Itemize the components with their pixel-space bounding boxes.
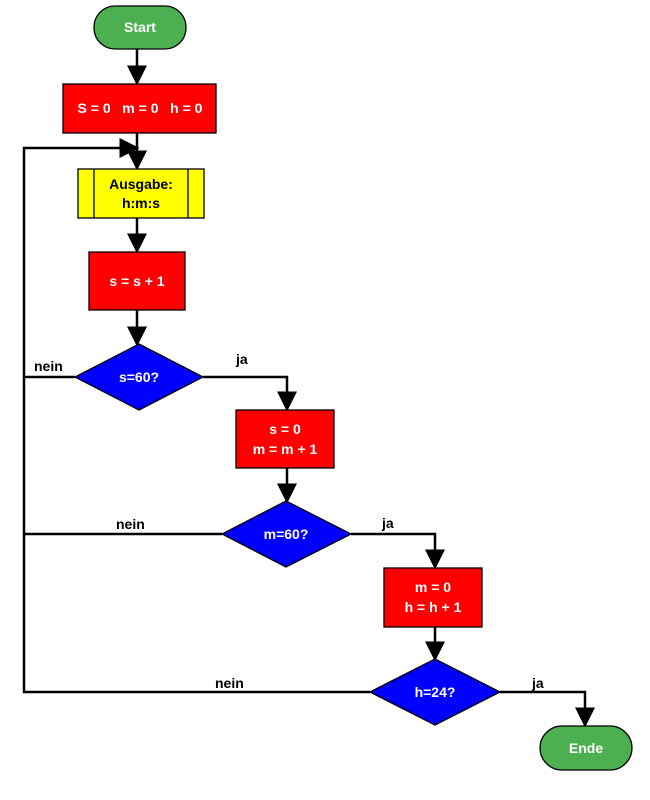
check-h-label: h=24?	[415, 684, 456, 700]
reset-s-label-2: m = m + 1	[253, 441, 318, 457]
check-m-node: m=60?	[220, 500, 353, 568]
check-s-shape	[73, 343, 205, 411]
inc-s-label: s = s + 1	[109, 273, 164, 289]
output-shape	[77, 168, 205, 219]
start-shape	[93, 5, 187, 50]
init-node: S = 0 m = 0 h = 0	[62, 83, 217, 134]
start-label: Start	[124, 19, 156, 35]
reset-m-shape	[383, 567, 483, 628]
reset-m-node: m = 0 h = h + 1	[383, 567, 483, 628]
check-h-node: h=24?	[368, 658, 502, 726]
edge-check-h-yes	[500, 690, 595, 728]
inc-s-shape	[88, 251, 186, 311]
check-s-yes-label: ja	[235, 351, 248, 367]
edge-check-s-yes	[203, 375, 297, 412]
inc-s-node: s = s + 1	[88, 251, 186, 311]
end-shape	[539, 725, 633, 771]
edge-check-m-yes	[351, 532, 445, 570]
output-node: Ausgabe: h:m:s	[77, 168, 205, 219]
check-m-no-label: nein	[116, 516, 145, 532]
check-h-shape	[368, 658, 502, 726]
init-label: S = 0 m = 0 h = 0	[78, 100, 203, 116]
reset-m-label-2: h = h + 1	[405, 599, 462, 615]
output-label-1: Ausgabe:	[109, 176, 173, 192]
check-m-label: m=60?	[264, 526, 309, 542]
check-s-no-label: nein	[34, 358, 63, 374]
edge-loop-back	[22, 138, 370, 694]
init-shape	[62, 83, 217, 134]
check-s-label: s=60?	[119, 369, 159, 385]
check-m-yes-label: ja	[381, 515, 394, 531]
reset-s-shape	[235, 409, 335, 469]
output-label-2: h:m:s	[122, 195, 160, 211]
check-h-no-label: nein	[215, 675, 244, 691]
reset-m-label-1: m = 0	[415, 579, 451, 595]
end-node: Ende	[539, 725, 633, 771]
check-s-node: s=60?	[73, 343, 205, 411]
end-label: Ende	[569, 740, 603, 756]
check-h-yes-label: ja	[531, 675, 544, 691]
start-node: Start	[93, 5, 187, 50]
reset-s-label-1: s = 0	[269, 421, 301, 437]
connectors	[22, 49, 595, 728]
check-m-shape	[220, 500, 353, 568]
reset-s-node: s = 0 m = m + 1	[235, 409, 335, 469]
